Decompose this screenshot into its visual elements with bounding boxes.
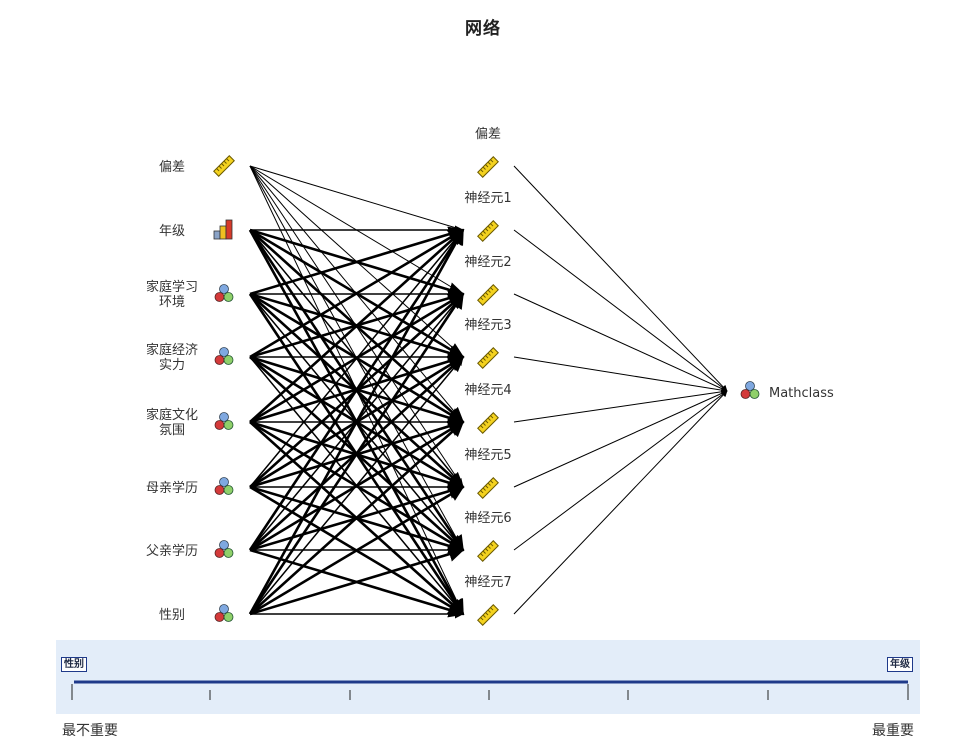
nominal-balls-icon — [214, 412, 234, 430]
input-node: 家庭文化氛围 — [146, 407, 234, 438]
input-node-label: 偏差 — [159, 160, 185, 175]
hidden-node-label: 神经元6 — [464, 511, 511, 526]
nominal-balls-icon — [740, 381, 760, 399]
scale-min-label: 最不重要 — [62, 723, 118, 739]
scale-max-label: 最重要 — [872, 723, 914, 739]
ruler-icon — [477, 284, 499, 306]
input-node: 性别 — [159, 604, 234, 623]
input-node: 偏差 — [159, 155, 235, 177]
edge-hidden-output — [513, 356, 728, 394]
input-node-label: 家庭经济实力 — [146, 342, 198, 373]
hidden-node-label: 神经元7 — [464, 575, 511, 590]
input-node-label: 母亲学历 — [146, 480, 198, 496]
edge-hidden-output — [513, 390, 728, 615]
output-node: Mathclass — [740, 381, 834, 401]
ruler-icon — [477, 540, 499, 562]
nominal-balls-icon — [214, 284, 234, 302]
hidden-neuron: 神经元6 — [464, 511, 512, 562]
input-node: 家庭学习环境 — [146, 279, 234, 310]
ruler-icon — [477, 604, 499, 626]
input-node: 年级 — [159, 219, 233, 240]
nominal-balls-icon — [214, 540, 234, 558]
ruler-icon — [477, 220, 499, 242]
hidden-node-label: 神经元2 — [464, 255, 511, 270]
hidden-node-label: 神经元3 — [464, 318, 511, 333]
edge-hidden-output — [513, 165, 728, 392]
hidden-node-label: 神经元1 — [464, 191, 511, 206]
hidden-node-label: 偏差 — [475, 127, 501, 142]
ruler-icon — [477, 156, 499, 178]
ordinal-bar-icon — [213, 219, 233, 240]
hidden-neuron: 神经元4 — [464, 383, 512, 434]
output-layer: Mathclass — [740, 381, 834, 401]
edge-input-hidden — [249, 420, 465, 615]
edge-input-hidden — [249, 228, 465, 423]
input-node-label: 家庭文化氛围 — [146, 407, 198, 438]
input-node: 家庭经济实力 — [146, 342, 234, 373]
edge-hidden-output — [513, 229, 728, 392]
input-node-label: 年级 — [159, 224, 185, 239]
input-node-label: 家庭学习环境 — [146, 279, 198, 310]
edge-input-hidden — [249, 546, 465, 616]
edge-input-hidden — [248, 228, 465, 615]
importance-scale-band — [56, 640, 920, 714]
edge-hidden-output — [513, 390, 728, 551]
ruler-icon — [477, 412, 499, 434]
edge-input-hidden — [248, 228, 465, 551]
input-node: 父亲学历 — [146, 540, 234, 559]
nominal-balls-icon — [214, 604, 234, 622]
edge-input-hidden — [249, 226, 465, 296]
edge-hidden-output — [513, 293, 728, 392]
edge-input-hidden — [249, 228, 465, 359]
ruler-icon — [477, 477, 499, 499]
output-node-label: Mathclass — [769, 386, 834, 401]
connection-lines — [248, 165, 728, 619]
input-node-label: 父亲学历 — [146, 543, 198, 559]
ruler-icon — [477, 347, 499, 369]
ruler-icon — [213, 155, 235, 177]
hidden-node-label: 神经元5 — [464, 448, 511, 463]
nominal-balls-icon — [214, 477, 234, 495]
edge-hidden-output — [513, 390, 728, 488]
hidden-neuron: 神经元5 — [464, 448, 512, 499]
scale-max-tag: 年级 — [887, 657, 913, 672]
scale-min-tag: 性别 — [61, 657, 87, 672]
nominal-balls-icon — [214, 347, 234, 365]
edge-input-hidden — [249, 356, 464, 615]
hidden-neuron: 神经元7 — [464, 575, 512, 626]
edge-input-hidden — [249, 485, 465, 616]
input-node: 母亲学历 — [146, 477, 234, 496]
edge-input-hidden — [249, 229, 464, 488]
input-node-label: 性别 — [159, 608, 185, 623]
edge-hidden-output — [513, 388, 728, 423]
edge-input-hidden — [248, 292, 465, 615]
hidden-node-label: 神经元4 — [464, 383, 511, 398]
hidden-neuron: 神经元3 — [464, 318, 512, 369]
hidden-neuron: 神经元2 — [464, 255, 512, 306]
hidden-neuron: 神经元1 — [464, 191, 512, 242]
hidden-bias-node: 偏差 — [475, 127, 501, 178]
importance-scale — [71, 680, 909, 700]
diagram-title: 网络 — [465, 19, 501, 39]
edge-bias-hidden — [249, 165, 464, 231]
